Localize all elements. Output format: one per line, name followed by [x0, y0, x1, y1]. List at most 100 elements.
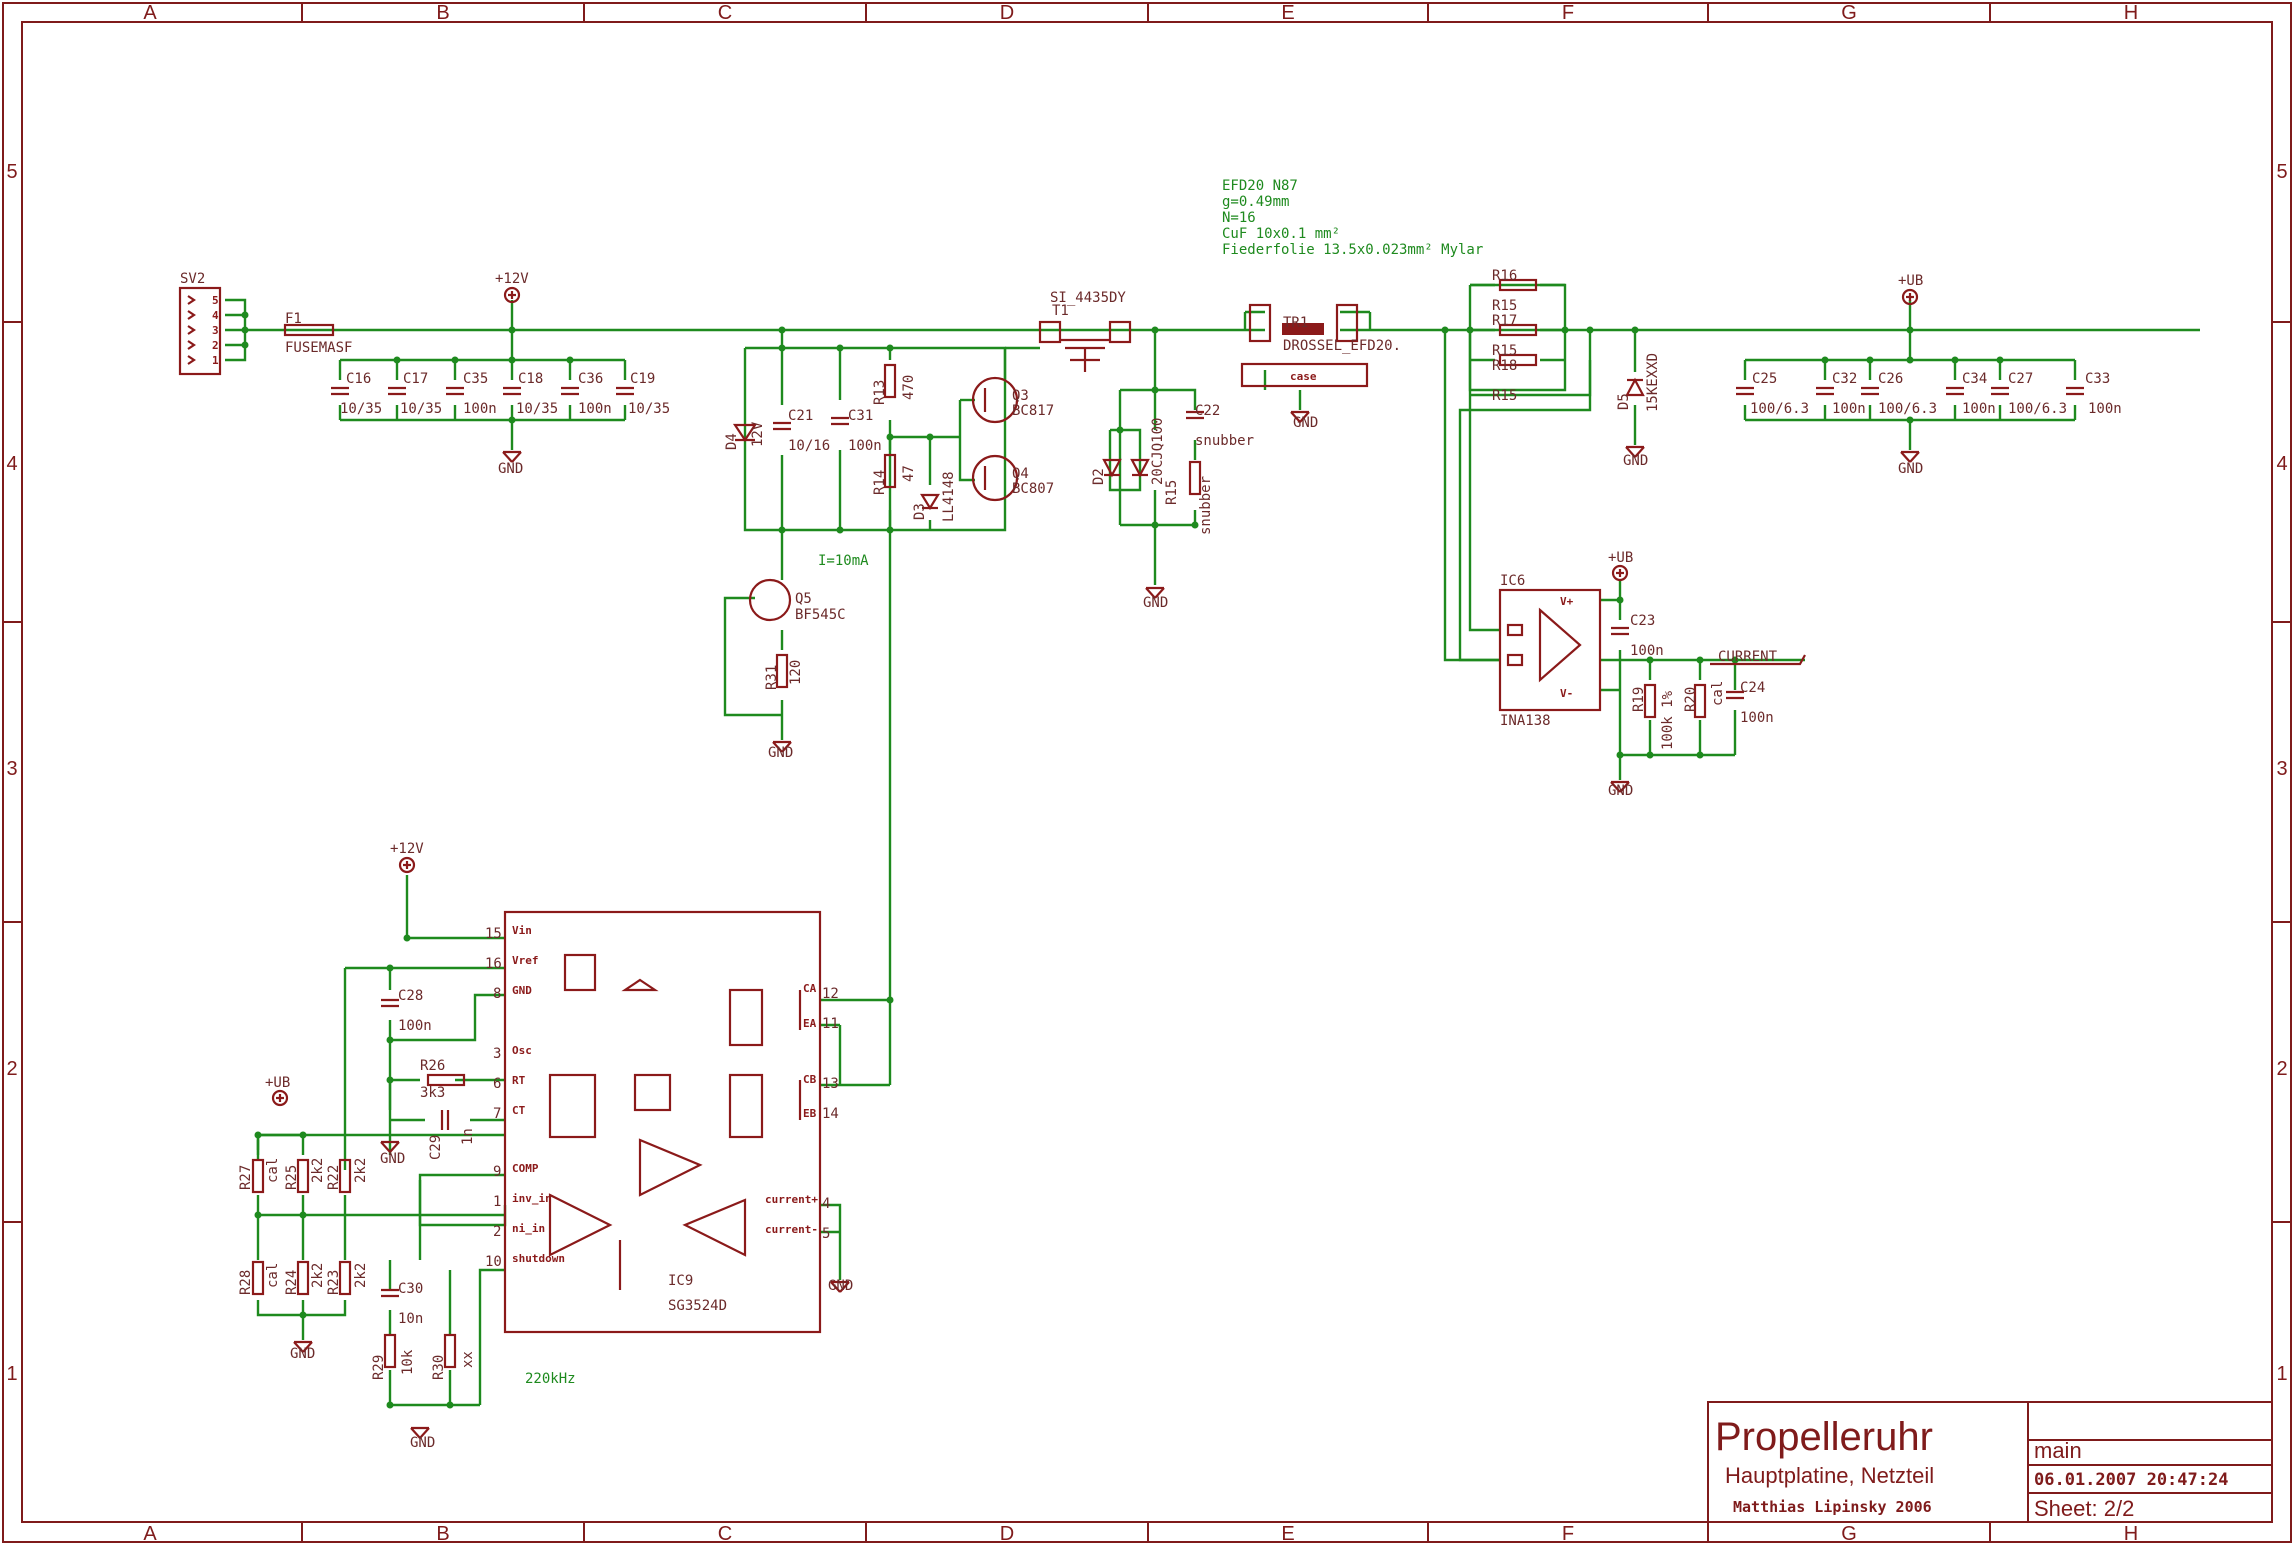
c17-label: C17 [403, 371, 428, 387]
ground-icon-stroke [1909, 451, 1920, 463]
ground-icon-stroke [1900, 451, 1911, 463]
wire-junction [1906, 416, 1914, 424]
c23-label: C23 [1630, 613, 1655, 629]
gnd-label-2: GND [768, 745, 793, 761]
c33-value: 100n [2088, 401, 2122, 417]
c28-value: 100n [398, 1018, 432, 1034]
q5-value: BF545C [795, 607, 846, 623]
pin-inv: inv_in [512, 1192, 552, 1205]
c32-label: C32 [1832, 371, 1857, 387]
c33-label: C33 [2085, 371, 2110, 387]
c19-label: C19 [630, 371, 655, 387]
wire-junction [446, 1401, 454, 1409]
d4-label: D4 [724, 433, 740, 450]
ic9-value: SG3524D [668, 1298, 727, 1314]
r25-value: 2k2 [310, 1158, 326, 1183]
c27-label: C27 [2008, 371, 2033, 387]
datetime-text: 06.01.2007 20:47:24 [2034, 1470, 2228, 1490]
ground-icon-stroke [1634, 446, 1645, 458]
grid-row-label: 4 [6, 453, 17, 475]
r27-value: cal [265, 1158, 281, 1183]
pin-num-9: 9 [493, 1164, 501, 1180]
r29-value: 10k [400, 1349, 416, 1375]
resistor [383, 1333, 397, 1369]
wire-junction [299, 1131, 307, 1139]
r25-label: R25 [284, 1165, 300, 1190]
tr-note-3: N=16 [1222, 210, 1256, 226]
r26-label: R26 [420, 1058, 445, 1074]
pin-cb: CB [803, 1073, 817, 1086]
wire-junction [254, 1131, 262, 1139]
r13-label: R13 [872, 380, 888, 405]
wire-junction [1151, 326, 1159, 334]
pin-num-14: 14 [822, 1106, 839, 1122]
sv2-pin-number: 1 [212, 354, 219, 367]
r14-value: 47 [901, 465, 917, 482]
grid-row-label: 5 [6, 161, 17, 183]
grid-column-label: H [2124, 1523, 2138, 1545]
supply-ub-label-2: +UB [1608, 550, 1633, 566]
grid-column-label: A [143, 1523, 157, 1545]
tr1-value: DROSSEL_EFD20. [1283, 338, 1401, 354]
wire-junction [926, 433, 934, 441]
wire-junction [299, 1211, 307, 1219]
t1-label: T1 [1052, 303, 1069, 319]
wire-junction [1906, 326, 1914, 334]
supply-ub-label-3: +UB [265, 1075, 290, 1091]
wire-junction [241, 341, 249, 349]
title-block: Propelleruhr Hauptplatine, Netzteil Matt… [1707, 1401, 2273, 1523]
grid-column-label: C [718, 2, 732, 24]
pin-num-6: 6 [493, 1076, 501, 1092]
resistor [443, 1333, 457, 1369]
wire-junction [886, 996, 894, 1004]
r24-label: R24 [284, 1270, 300, 1295]
wire-junction [1696, 751, 1704, 759]
t1-value: SI_4435DY [1050, 290, 1126, 306]
pin-rt: RT [512, 1074, 526, 1087]
c18-label: C18 [518, 371, 543, 387]
wire-junction [1561, 326, 1569, 334]
pin-num-1: 1 [493, 1194, 501, 1210]
q5-label: Q5 [795, 591, 812, 607]
r13-value: 470 [901, 375, 917, 400]
c26-value: 100/6.3 [1878, 401, 1937, 417]
c23-value: 100n [1630, 643, 1664, 659]
sheet-name-text: main [2034, 1438, 2082, 1463]
wire-junction [886, 526, 894, 534]
ground-icon-stroke [1290, 411, 1301, 423]
wire-junction [778, 526, 786, 534]
wire-junction [1616, 751, 1624, 759]
c32-value: 100n [1832, 401, 1866, 417]
grid-row-label: 2 [2276, 1058, 2287, 1080]
r24-value: 2k2 [310, 1263, 326, 1288]
c21-value: 10/16 [788, 438, 830, 454]
wire-junction [254, 1211, 262, 1219]
sv2-pin-number: 3 [212, 324, 219, 337]
c34-value: 100n [1962, 401, 1996, 417]
pin-num-13: 13 [822, 1076, 839, 1092]
tr-note-2: g=0.49mm [1222, 194, 1289, 210]
wire-junction [778, 344, 786, 352]
pin-vin: Vin [512, 924, 532, 937]
wire-junction [778, 326, 786, 334]
wire-junction [1631, 326, 1639, 334]
pin-num-12: 12 [822, 986, 839, 1002]
wire-junction [1191, 521, 1199, 529]
d2-label: D2 [1091, 468, 1107, 485]
pin-num-11: 11 [822, 1016, 839, 1032]
r20-label: R20 [1683, 687, 1699, 712]
grid-column-label: C [718, 1523, 732, 1545]
wire-junction [386, 1076, 394, 1084]
d2-value: 20CJQ100 [1150, 418, 1166, 485]
r22-value: 2k2 [353, 1158, 369, 1183]
c24-value: 100n [1740, 710, 1774, 726]
grid-row-label: 3 [2276, 758, 2287, 780]
c22-value: snubber [1195, 433, 1254, 449]
ground-icon-stroke [1299, 411, 1310, 423]
wire-junction [1821, 356, 1829, 364]
wire-junction [393, 356, 401, 364]
c22-label: C22 [1195, 403, 1220, 419]
title-text: Propelleruhr [1715, 1415, 1933, 1459]
wire-junction [886, 344, 894, 352]
wire-junction [1696, 656, 1704, 664]
